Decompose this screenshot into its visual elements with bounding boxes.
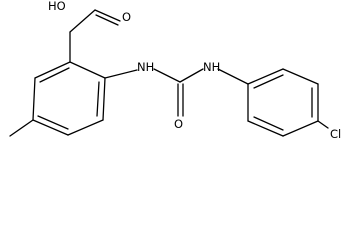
- ring2-bond-5: [247, 120, 284, 137]
- atom-labels: HO O NH O NH Cl: [48, 0, 341, 141]
- bond-c-oh: [69, 9, 96, 33]
- ring1-bond-5: [32, 77, 36, 121]
- ring1-bond-6: [34, 61, 71, 79]
- ring2-bond-2: [282, 68, 319, 85]
- bond-methyl: [9, 119, 34, 137]
- ring1-bond-2: [102, 77, 106, 121]
- ring2-bond-5-inner: [253, 116, 284, 131]
- atom-label-acid-oxygen: O: [122, 10, 131, 24]
- atom-label-hydroxyl: HO: [48, 0, 66, 13]
- bond-c-o-double-a: [94, 9, 121, 22]
- atom-label-chlorine: Cl: [330, 127, 341, 141]
- ring1-bond-2-inner: [96, 81, 100, 117]
- ring1-bond-1: [69, 61, 106, 79]
- ring2-bond-1-inner: [253, 74, 284, 89]
- ring1-bond-4-inner: [37, 115, 69, 130]
- atom-label-nh-right: NH: [203, 60, 220, 74]
- bonds: [9, 9, 329, 137]
- bond-c-o-double-b: [95, 14, 119, 26]
- bond-ring-nh-left: [104, 69, 138, 79]
- bond-c-cl: [317, 120, 329, 129]
- atom-label-urea-oxygen: O: [174, 117, 183, 131]
- bond-nh-left-c: [153, 68, 181, 83]
- ring1-bond-6-inner: [39, 67, 70, 83]
- bond-nh-right-ring: [217, 68, 249, 85]
- ring2-bond-4: [282, 120, 319, 137]
- chemical-structure: HO O NH O NH Cl: [9, 0, 341, 141]
- ring1-bond-3: [67, 119, 104, 136]
- bond-c-nh-right: [179, 68, 204, 83]
- atom-label-nh-left: NH: [137, 60, 154, 74]
- ring1-bond-4: [32, 119, 69, 136]
- ring2-bond-1: [247, 68, 284, 85]
